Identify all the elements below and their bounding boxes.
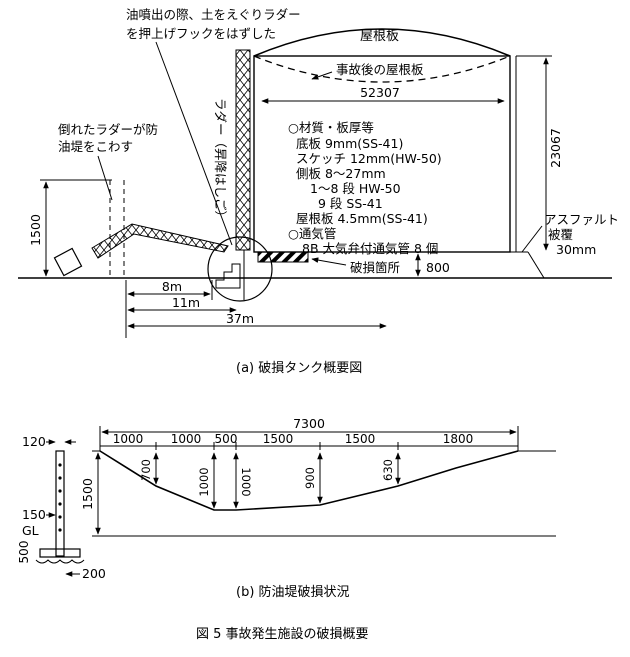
roof-label: 屋根板 — [360, 29, 399, 44]
caption-a: (a) 破損タンク概要図 — [236, 361, 362, 376]
wall-200: 200 — [82, 566, 106, 581]
damage-profile — [99, 450, 519, 511]
segment-4: 1500 — [263, 432, 294, 446]
segment-3: 500 — [215, 432, 238, 446]
old-dike-outline — [109, 180, 125, 278]
depth-1000b: 1000 — [239, 467, 253, 496]
damage-label: 破損箇所 — [350, 260, 400, 275]
dike-ground-soil — [35, 559, 85, 564]
rebar-dots — [58, 463, 62, 532]
panel-b-dike-damage: 120 150 GL 500 200 1500 7300 1000 1000 5… — [17, 416, 556, 600]
callout-hook-line2: を押上げフックをはずした — [126, 26, 276, 41]
wall-120: 120 — [22, 434, 46, 449]
depth-700: 700 — [139, 459, 153, 481]
stairs-detail-circle — [207, 236, 273, 302]
base-height-value: 800 — [426, 260, 450, 275]
roof-after-label: 事故後の屋根板 — [336, 62, 424, 77]
callout-hook-line1: 油噴出の際、土をえぐりラダー — [126, 7, 301, 22]
segment-2: 1000 — [171, 432, 202, 446]
asphalt-label-2: 被覆 — [548, 227, 574, 242]
dike-wall — [55, 450, 65, 557]
ladder-label: ラダー（昇降はしご） — [213, 98, 228, 223]
dike-height-value: 1500 — [28, 214, 43, 246]
dist-8m: 8m — [162, 279, 182, 294]
tank-specifications: ○材質・板厚等 底板 9mm(SS-41) スケッチ 12mm(HW-50) 側… — [288, 120, 442, 256]
damaged-section — [257, 251, 309, 263]
roof-dome — [253, 28, 511, 57]
spec-vent-detail: 8B 大気弁付通気管 8 個 — [302, 241, 438, 256]
spec-sketch: スケッチ 12mm(HW-50) — [296, 151, 442, 166]
spec-side: 側板 8～27mm — [296, 166, 386, 181]
roof-after-arrow — [311, 71, 333, 80]
roof-after-accident — [253, 55, 511, 83]
asphalt-label-3: 30mm — [556, 242, 596, 257]
dist-37m: 37m — [226, 311, 254, 326]
gl-label: GL — [22, 523, 39, 538]
spec-material: ○材質・板厚等 — [288, 120, 374, 135]
height-value: 23067 — [548, 128, 563, 168]
wall-150: 150 — [22, 507, 46, 522]
dike-footing — [39, 548, 81, 558]
depth-630: 630 — [381, 459, 395, 481]
spec-bottom: 底板 9mm(SS-41) — [296, 136, 403, 151]
ladder — [235, 49, 251, 251]
fallen-ladder — [53, 223, 229, 277]
callout-hook-leader — [155, 41, 233, 246]
callout-fallen-line2: 油堤をこわす — [58, 139, 133, 154]
spec-side-1: 1～8 段 HW-50 — [310, 181, 401, 196]
foundation-slope — [527, 251, 545, 279]
spec-side-2: 9 段 SS-41 — [318, 196, 383, 211]
figure-caption: 図 5 事故発生施設の破損概要 — [196, 626, 369, 642]
segment-6: 1800 — [443, 432, 474, 446]
asphalt-label-1: アスファルト — [544, 212, 619, 227]
total-width: 7300 — [293, 416, 325, 431]
segment-1: 1000 — [113, 432, 144, 446]
wall-500: 500 — [17, 541, 31, 564]
panel-a-tank-overview: 屋根板 事故後の屋根板 52307 23067 ○材質・板厚等 底板 9mm(S… — [18, 7, 619, 376]
spec-vent: ○通気管 — [288, 226, 336, 241]
segment-ticks — [99, 426, 519, 451]
depth-1000a: 1000 — [197, 467, 211, 496]
segment-5: 1500 — [345, 432, 376, 446]
callout-fallen-line1: 倒れたラダーが防 — [58, 122, 158, 137]
depth-900: 900 — [303, 467, 317, 489]
damage-arrow — [311, 257, 347, 266]
diameter-value: 52307 — [360, 85, 400, 100]
stairs-icon — [215, 263, 241, 289]
height-1500: 1500 — [80, 478, 95, 510]
dist-11m: 11m — [172, 295, 200, 310]
caption-b: (b) 防油堤破損状況 — [236, 584, 350, 600]
spec-roof: 屋根板 4.5mm(SS-41) — [296, 211, 428, 226]
asphalt-leader — [521, 225, 543, 253]
